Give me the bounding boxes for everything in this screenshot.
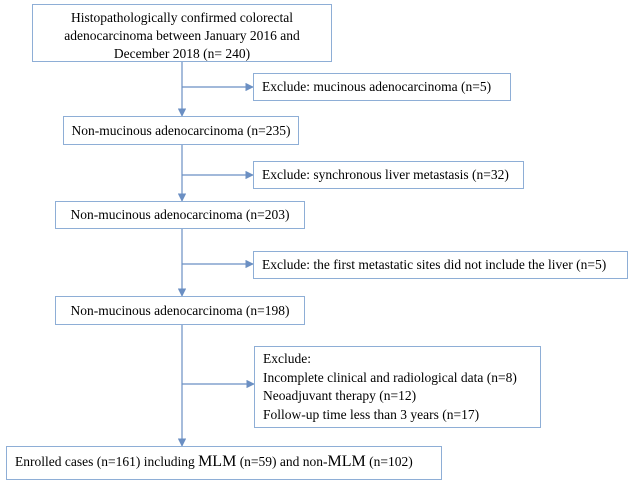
exclusion-box-1: Exclude: mucinous adenocarcinoma (n=5)	[253, 73, 511, 101]
step-text: Non-mucinous adenocarcinoma (n=198)	[70, 303, 290, 318]
final-text-part1: Enrolled cases (n=161) including	[15, 454, 199, 469]
exclusion-text: Exclude: synchronous liver metastasis (n…	[262, 167, 509, 182]
step-text: Non-mucinous adenocarcinoma (n=235)	[71, 123, 291, 138]
exclusion-box-3: Exclude: the first metastatic sites did …	[253, 251, 628, 279]
exclusion-box-2: Exclude: synchronous liver metastasis (n…	[253, 161, 524, 189]
exclusion-item: Follow-up time less than 3 years (n=17)	[263, 406, 480, 422]
final-box: Enrolled cases (n=161) including MLM (n=…	[6, 446, 442, 480]
exclusion-box-4: Exclude: Incomplete clinical and radiolo…	[254, 346, 541, 428]
step-box-3: Non-mucinous adenocarcinoma (n=203)	[55, 201, 305, 229]
exclusion-text: Exclude: mucinous adenocarcinoma (n=5)	[262, 79, 492, 94]
exclusion-item: Incomplete clinical and radiological dat…	[263, 369, 517, 385]
step-text: Histopathologically confirmed colorectal…	[64, 10, 300, 61]
final-text-part3: (n=102)	[365, 454, 413, 469]
final-non-mlm-label: MLM	[327, 453, 366, 470]
final-mlm-label: MLM	[198, 453, 237, 470]
step-box-4: Non-mucinous adenocarcinoma (n=198)	[55, 296, 305, 325]
exclusion-title: Exclude:	[263, 351, 311, 366]
step-box-initial: Histopathologically confirmed colorectal…	[32, 4, 332, 62]
exclusion-item: Neoadjuvant therapy (n=12)	[263, 388, 417, 403]
step-box-2: Non-mucinous adenocarcinoma (n=235)	[63, 116, 299, 145]
step-text: Non-mucinous adenocarcinoma (n=203)	[70, 207, 290, 222]
exclusion-text: Exclude: the first metastatic sites did …	[262, 257, 607, 272]
final-text-part2: (n=59) and non-	[236, 454, 328, 469]
